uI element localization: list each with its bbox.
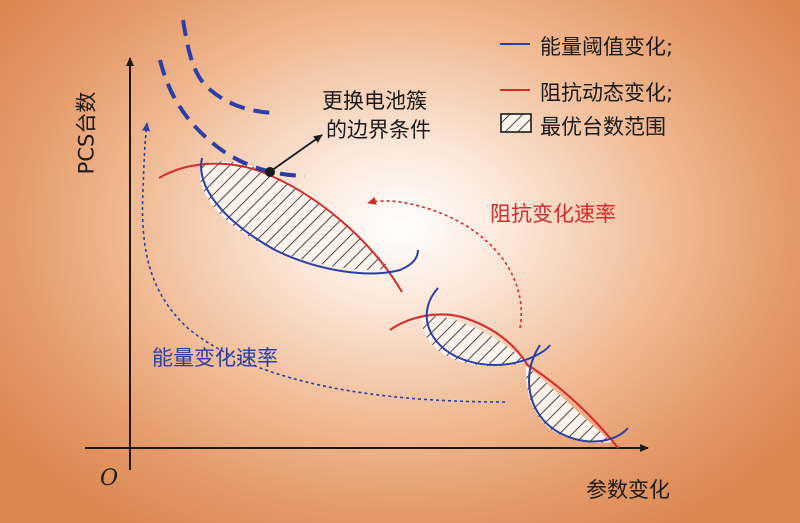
optimal-region-3 xyxy=(525,366,612,443)
legend-optimal-label: 最优台数范围 xyxy=(540,115,666,139)
energy-curve-2 xyxy=(425,287,551,366)
energy-rate-label: 能量变化速率 xyxy=(152,346,278,370)
impedance-rate-label: 阻抗变化速率 xyxy=(490,202,616,226)
x-axis-label: 参数变化 xyxy=(586,478,670,502)
y-axis-label: PCS台数 xyxy=(74,91,99,175)
optimal-region-1 xyxy=(200,161,390,270)
impedance-curve-3 xyxy=(525,363,619,449)
energy-curve-3 xyxy=(528,344,629,443)
optimal-region-2 xyxy=(421,315,527,367)
boundary-annotation-line1: 更换电池簇 xyxy=(322,89,427,113)
impedance-curve-2 xyxy=(389,313,528,365)
legend-impedance-label: 阻抗动态变化; xyxy=(540,81,674,105)
origin-label: O xyxy=(100,466,119,491)
legend-energy-label: 能量阈值变化; xyxy=(540,35,674,59)
boundary-annotation-line2: 的边界条件 xyxy=(326,118,431,142)
boundary-pointer xyxy=(270,134,323,172)
energy-curve-1 xyxy=(200,157,419,275)
energy-boundary-dashed-outer xyxy=(181,19,276,115)
energy-boundary-dashed-inner xyxy=(158,59,306,178)
legend-hatch-swatch xyxy=(500,113,532,133)
